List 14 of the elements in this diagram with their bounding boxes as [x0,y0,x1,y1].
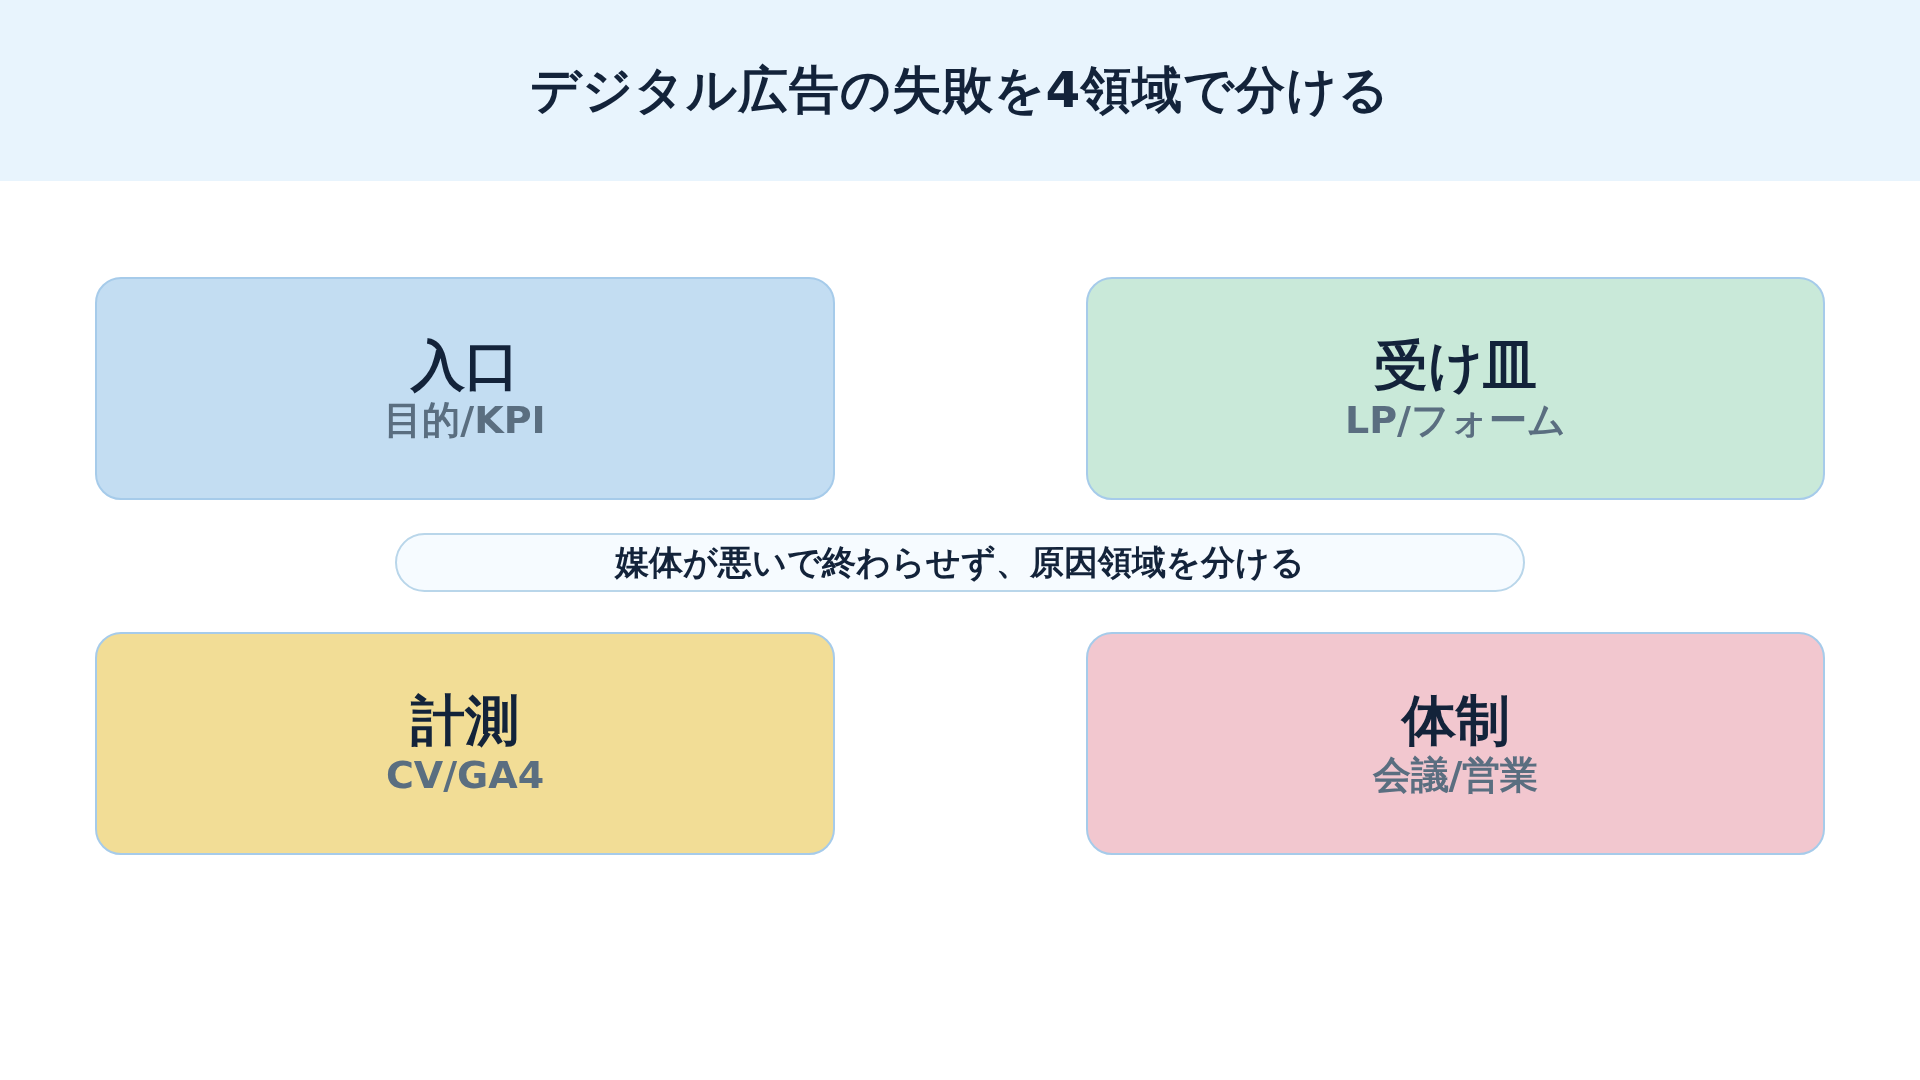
area-subtitle: CV/GA4 [385,753,545,798]
area-card [1086,632,1825,855]
note-text: 媒体が悪いで終わらせず、原因領域を分ける [615,542,1305,583]
area-heading: 入口 [411,334,519,397]
area-subtitle: LP/フォーム [1345,398,1566,443]
area-card [95,632,835,855]
area-card [95,277,835,500]
area-subtitle: 会議/営業 [1372,753,1539,798]
title: デジタル広告の失敗を4領域で分ける [529,60,1391,121]
area-heading: 計測 [411,689,519,752]
area-card [1086,277,1825,500]
area-subtitle: 目的/KPI [384,398,546,443]
area-heading: 体制 [1401,689,1510,752]
area-heading: 受け皿 [1374,334,1537,397]
